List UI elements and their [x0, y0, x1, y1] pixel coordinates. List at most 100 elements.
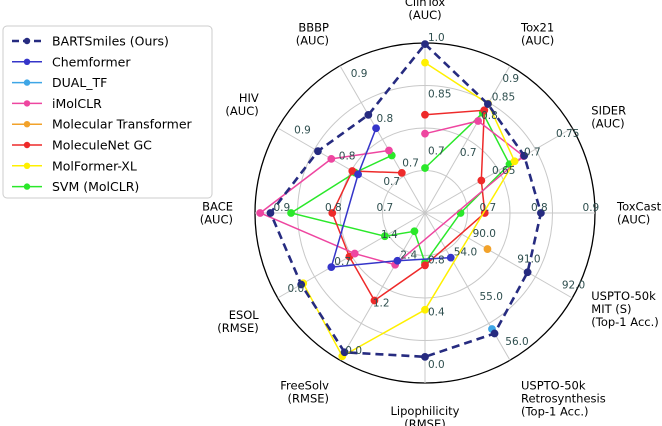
- data-point-molformer-xl: [421, 58, 429, 67]
- data-point-moleculenet-gc: [477, 176, 486, 185]
- data-point-bartsmiles-ours: [266, 209, 275, 217]
- data-point-bartsmiles-ours: [364, 110, 373, 119]
- legend-label: SVM (MolCLR): [52, 179, 139, 194]
- axis-label: SIDER(AUC): [591, 104, 626, 131]
- data-point-imolclr: [350, 249, 359, 258]
- axis-label-line: USPTO-50k: [521, 378, 586, 392]
- spoke-4: [424, 212, 573, 299]
- tick-label: 0.85: [492, 92, 515, 104]
- tick-label: 0.7: [402, 157, 419, 169]
- axis-label: ToxCast(AUC): [616, 200, 662, 227]
- series-line-molformer-xl: [302, 61, 516, 358]
- axis-label-line: (RMSE): [404, 417, 445, 426]
- tick-label: 90.0: [473, 228, 496, 240]
- axis-label: Tox21(AUC): [520, 21, 554, 48]
- axis-label-line: Retrosynthesis: [521, 391, 606, 405]
- axis-label-line: (Top-1 Acc.): [591, 315, 658, 329]
- data-point-molformer-xl: [510, 157, 519, 166]
- data-point-moleculenet-gc: [370, 296, 379, 305]
- series-line-moleculenet-gc: [331, 109, 486, 302]
- legend-marker: [23, 141, 31, 149]
- legend-marker: [23, 37, 31, 45]
- axis-label-line: (AUC): [225, 104, 258, 118]
- data-point-moleculenet-gc: [421, 110, 429, 119]
- tick-label: 54.0: [454, 247, 477, 259]
- tick-label: 0.8: [481, 110, 498, 122]
- series-line-imolclr: [258, 120, 525, 266]
- tick-label: 55.0: [480, 291, 503, 303]
- tick-label: 0.7: [334, 256, 351, 268]
- legend-marker: [23, 58, 31, 65]
- axis-label-line: BACE: [202, 200, 233, 214]
- data-point-svm-molclr: [287, 209, 295, 217]
- legend-label: MoleculeNet GC: [52, 138, 152, 153]
- tick-label: 1.4: [381, 229, 398, 241]
- axis-label: ClinTox(AUC): [405, 0, 445, 22]
- spoke-1: [424, 65, 511, 214]
- data-point-imolclr: [327, 155, 336, 163]
- data-point-bartsmiles-ours: [421, 352, 429, 361]
- axis-label-line: ToxCast: [616, 200, 662, 214]
- tick-label: 0.0: [428, 359, 445, 371]
- tick-label: 0.9: [351, 68, 368, 80]
- data-point-imolclr: [256, 209, 265, 217]
- axis-label-line: BBBP: [298, 21, 329, 35]
- spoke-11: [339, 65, 426, 214]
- legend: BARTSmiles (Ours)ChemformerDUAL_TFiMolCL…: [2, 25, 213, 199]
- data-point-chemformer: [327, 263, 336, 271]
- legend-marker: [23, 183, 31, 190]
- tick-label: 0.7: [480, 202, 497, 214]
- tick-label: 0.9: [273, 202, 290, 214]
- data-point-bartsmiles-ours: [421, 40, 429, 49]
- axis-label-line: (AUC): [617, 213, 650, 227]
- spoke-5: [424, 212, 511, 361]
- data-point-bartsmiles-ours: [340, 348, 349, 357]
- data-point-chemformer: [446, 253, 455, 262]
- tick-label: 0.0: [287, 283, 304, 295]
- axis-label: FreeSolv(RMSE): [280, 378, 329, 405]
- legend-label: MolFormer-XL: [52, 158, 137, 173]
- tick-label: 56.0: [505, 336, 528, 348]
- data-point-svm-molclr: [410, 227, 419, 236]
- data-point-imolclr: [421, 129, 429, 138]
- axis-label-line: HIV: [239, 91, 259, 105]
- legend-label: Chemformer: [52, 54, 131, 69]
- spoke-2: [424, 127, 573, 214]
- data-point-moleculenet-gc: [421, 261, 429, 270]
- legend-frame: [2, 25, 213, 199]
- legend-label: DUAL_TF: [52, 75, 107, 90]
- data-point-bartsmiles-ours: [314, 147, 322, 156]
- legend-marker: [23, 100, 31, 107]
- legend-label: Molecular Transformer: [52, 117, 193, 132]
- data-point-bartsmiles-ours: [523, 268, 532, 277]
- tick-label: 0.7: [376, 202, 393, 214]
- data-point-chemformer: [393, 256, 402, 265]
- axis-label-line: USPTO-50k: [591, 289, 656, 303]
- tick-label: 1.2: [373, 297, 390, 309]
- axis-label-line: MIT (S): [591, 302, 631, 316]
- axis-label-line: (AUC): [591, 117, 624, 131]
- axis-label-line: (Top-1 Acc.): [521, 404, 588, 418]
- tick-label: 0.8: [339, 150, 356, 162]
- tick-label: 0.8: [325, 202, 342, 214]
- data-point-moleculenet-gc: [328, 209, 337, 217]
- axis-label-line: (RMSE): [217, 321, 258, 335]
- spoke-7: [339, 212, 426, 361]
- tick-label: 0.9: [583, 202, 600, 214]
- axis-label-line: (RMSE): [288, 391, 329, 405]
- tick-label: 2.4: [400, 250, 417, 262]
- data-point-moleculenet-gc: [480, 106, 489, 115]
- data-point-chemformer: [354, 170, 362, 179]
- axis-label-line: ESOL: [229, 308, 260, 322]
- data-point-bartsmiles-ours: [484, 100, 492, 108]
- tick-label: 0.4: [428, 307, 445, 319]
- axis-label-line: (AUC): [200, 213, 233, 227]
- data-point-imolclr: [474, 117, 483, 125]
- axis-label: Lipophilicity(RMSE): [391, 404, 460, 426]
- axis-label: BBBP(AUC): [296, 21, 329, 48]
- tick-label: 0.7: [383, 176, 400, 188]
- data-point-svm-molclr: [380, 232, 389, 241]
